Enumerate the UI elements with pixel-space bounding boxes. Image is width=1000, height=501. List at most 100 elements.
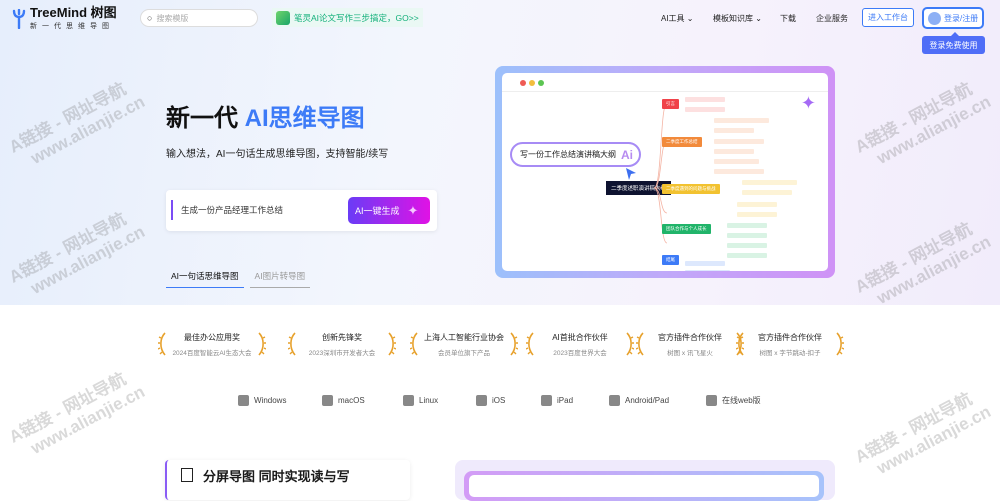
root-node: 写一份工作总结演讲稿大纲 Ai [510, 142, 641, 167]
platform-icon [476, 395, 487, 406]
generate-box: 生成一份产品经理工作总结 AI一键生成 ✦ [166, 190, 437, 231]
leaf-node [685, 107, 725, 112]
platform-label: iOS [492, 396, 506, 405]
split-screen-icon [181, 468, 193, 482]
platform-link[interactable]: iPad [541, 395, 573, 406]
promo-banner[interactable]: 笔灵AI论文写作三步搞定，GO>> [272, 8, 423, 27]
award-title: 官方插件合作伙伴 [758, 333, 822, 342]
leaf-node [714, 128, 754, 133]
nav-download[interactable]: 下载 [780, 14, 796, 23]
award-item: 最佳办公应用奖 2024百度智能云AI生态大会 [158, 332, 266, 357]
ai-badge: Ai [621, 147, 633, 162]
login-tooltip: 登录免费使用 [922, 32, 985, 54]
branch-node: 团队合作与个人成长 [662, 224, 711, 234]
platform-link[interactable]: macOS [322, 395, 365, 406]
platform-link[interactable]: iOS [476, 395, 505, 406]
sparkle-icon: ✦ [407, 202, 419, 218]
platform-icon [541, 395, 552, 406]
award-item: 官方插件合作伙伴树图 x 讯飞星火 [636, 332, 744, 357]
leaf-node [685, 270, 730, 271]
award-subtitle: 树图 x 讯飞星火 [667, 350, 713, 357]
login-button[interactable]: 登录/注册 [922, 7, 984, 29]
sparkle-icon: ✦ [800, 93, 816, 113]
branch-node: 引言 [662, 99, 679, 109]
login-label: 登录/注册 [944, 13, 979, 23]
award-subtitle: 会员单位旗下产品 [438, 350, 490, 357]
top-nav: TreeMind 树图新一代思维导图 ○搜索模版 笔灵AI论文写作三步搞定，GO… [0, 0, 1000, 54]
branch-node: 结尾 [662, 255, 679, 265]
platform-icon [238, 395, 249, 406]
laurel-left-icon [410, 332, 418, 356]
page-title: 新一代 AI思维导图 [166, 105, 365, 132]
leaf-node [714, 139, 764, 144]
leaf-node [714, 159, 759, 164]
text-cursor [171, 200, 173, 220]
avatar-icon [928, 11, 941, 25]
leaf-node [727, 223, 767, 228]
search-placeholder: 搜索模版 [156, 13, 189, 23]
nav-templates[interactable]: 模板知识库 ⌄ [713, 14, 762, 23]
laurel-right-icon [388, 332, 396, 356]
award-title: 最佳办公应用奖 [184, 333, 240, 342]
brand-tagline: 新一代思维导图 [30, 23, 114, 30]
nav-enterprise[interactable]: 企业服务 [816, 14, 848, 23]
leaf-node [727, 243, 767, 248]
award-title: 上海人工智能行业协会 [424, 333, 504, 342]
nav-ai-tools[interactable]: AI工具 ⌄ [661, 14, 694, 23]
laurel-left-icon [736, 332, 744, 356]
branch-node: 二季度工作总结 [662, 137, 702, 147]
laurel-right-icon [626, 332, 634, 356]
mode-tabs: AI一句话思维导图 AI图片转导图 [166, 268, 311, 288]
feature-preview [455, 460, 835, 501]
platform-link[interactable]: Windows [238, 395, 286, 406]
platform-label: iPad [557, 396, 574, 405]
tab-ai-image[interactable]: AI图片转导图 [249, 268, 311, 288]
search-input[interactable]: ○搜索模版 [140, 9, 258, 27]
leaf-node [727, 253, 767, 258]
feather-icon [276, 10, 290, 25]
platform-label: 在线web版 [722, 396, 761, 405]
laurel-right-icon [836, 332, 844, 356]
platform-link[interactable]: Linux [403, 395, 438, 406]
platform-label: Android/Pad [625, 396, 670, 405]
prompt-input[interactable]: 生成一份产品经理工作总结 [181, 205, 284, 215]
platform-link[interactable]: 在线web版 [706, 395, 761, 406]
platform-icon [403, 395, 414, 406]
platform-icon [609, 395, 620, 406]
leaf-node [685, 97, 725, 102]
award-title: AI首批合作伙伴 [552, 333, 608, 342]
ai-generate-button[interactable]: AI一键生成 ✦ [348, 197, 430, 224]
laurel-left-icon [158, 332, 166, 356]
leaf-node [727, 233, 767, 238]
workspace-button[interactable]: 进入工作台 [862, 8, 914, 27]
platform-icon [322, 395, 333, 406]
cursor-icon [626, 168, 636, 180]
platform-icon [706, 395, 717, 406]
window-controls [520, 80, 544, 86]
platform-label: macOS [338, 396, 365, 405]
laurel-left-icon [526, 332, 534, 356]
feature-card[interactable]: 分屏导图 同时实现读与写 [165, 460, 410, 500]
root-node-label: 写一份工作总结演讲稿大纲 [520, 150, 616, 159]
logo[interactable]: TreeMind 树图新一代思维导图 [12, 6, 117, 31]
tab-ai-sentence[interactable]: AI一句话思维导图 [166, 268, 244, 288]
award-subtitle: 2024百度智能云AI生态大会 [172, 350, 252, 357]
leaf-node [737, 202, 777, 207]
award-subtitle: 树图 x 字节跳动-扣子 [759, 350, 821, 357]
platform-label: Windows [254, 396, 287, 405]
generate-label: AI一键生成 [355, 206, 400, 216]
platform-link[interactable]: Android/Pad [609, 395, 669, 406]
search-icon: ○ [147, 13, 153, 23]
platform-label: Linux [419, 396, 439, 405]
tree-logo-icon [12, 8, 26, 29]
award-item: 官方插件合作伙伴树图 x 字节跳动-扣子 [736, 332, 844, 357]
leaf-node [714, 169, 764, 174]
brand-name: TreeMind 树图 [30, 5, 117, 20]
leaf-node [742, 180, 797, 185]
branch-node: 二季度遇到的问题与挑战 [662, 184, 720, 194]
leaf-node [714, 118, 769, 123]
